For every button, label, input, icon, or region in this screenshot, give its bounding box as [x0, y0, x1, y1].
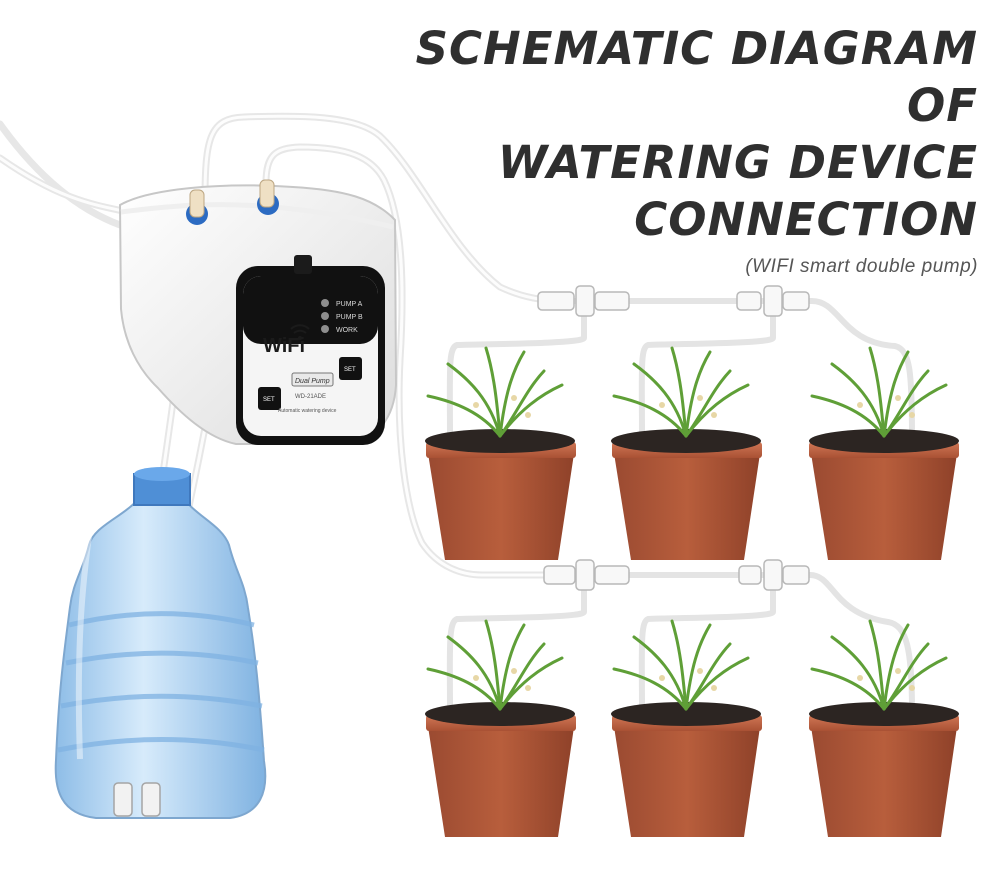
- indicator-work: WORK: [336, 327, 358, 334]
- connector-10: [738, 565, 762, 585]
- plant-pot-1: [425, 429, 576, 560]
- connector-2: [575, 285, 595, 317]
- title-line-1: SCHEMATIC DIAGRAM OF: [415, 22, 978, 132]
- indicator-pump-a: PUMP A: [336, 301, 363, 308]
- plant-3: [810, 346, 948, 438]
- set-label-right: SET: [344, 367, 356, 373]
- title-block: SCHEMATIC DIAGRAM OF WATERING DEVICE CON…: [338, 20, 978, 278]
- plant-4: [426, 619, 564, 711]
- connector-9: [594, 565, 630, 585]
- filter-right: [141, 782, 161, 817]
- connector-6: [782, 291, 810, 311]
- plant-pot-3: [809, 429, 959, 560]
- connector-3: [594, 291, 630, 311]
- connector-12: [782, 565, 810, 585]
- indicator-pump-b: PUMP B: [336, 314, 363, 321]
- connector-4: [736, 291, 762, 311]
- plant-2: [612, 346, 750, 438]
- plant-5: [612, 619, 750, 711]
- plant-pots: [425, 429, 959, 837]
- title-line-3: CONNECTION: [634, 193, 978, 246]
- water-bottle: [54, 467, 267, 819]
- plant-6: [810, 619, 948, 711]
- wifi-icon: [290, 324, 310, 334]
- connector-5: [763, 285, 783, 317]
- connector-8: [575, 559, 595, 591]
- wifi-label: WiFi: [263, 335, 305, 357]
- set-button-right: [339, 357, 362, 380]
- set-label-left: SET: [263, 397, 275, 403]
- plant-pot-5: [611, 702, 762, 837]
- connector-1: [537, 291, 575, 311]
- tee-connectors: [537, 285, 810, 591]
- plant-pot-2: [611, 429, 762, 560]
- connector-11: [763, 559, 783, 591]
- subtitle: (WIFI smart double pump): [745, 256, 978, 277]
- plant-pot-4: [425, 702, 576, 837]
- filter-left: [113, 782, 133, 817]
- model-label: WD-21ADE: [295, 394, 326, 400]
- plants: [426, 346, 948, 711]
- distribution-tubes: [446, 298, 915, 714]
- brand-label: Dual Pump: [295, 378, 330, 385]
- plant-pot-6: [809, 702, 959, 837]
- set-button-left: [258, 387, 281, 410]
- title-line-2: WATERING DEVICE: [497, 136, 978, 189]
- plant-1: [426, 346, 564, 438]
- plant-flowers: [473, 395, 915, 691]
- device-caption: Automatic watering device: [278, 408, 337, 414]
- pump-device: PUMP A PUMP B WORK WiFi SET SET Dual Pum…: [118, 179, 398, 445]
- connector-7: [543, 565, 576, 585]
